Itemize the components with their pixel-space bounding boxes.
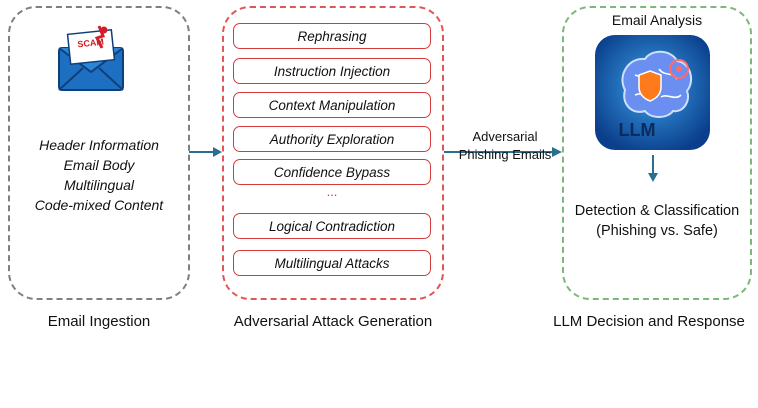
detection-result: Detection & Classification (Phishing vs.… xyxy=(562,201,752,241)
attack-item-confidence-bypass: Confidence Bypass xyxy=(233,159,431,185)
attack-item-authority-exploration: Authority Exploration xyxy=(233,126,431,152)
attack-item-context-manipulation: Context Manipulation xyxy=(233,92,431,118)
attack-item-instruction-injection: Instruction Injection xyxy=(233,58,431,84)
llm-decision-panel xyxy=(562,6,752,300)
llm-brain-icon: LLM xyxy=(595,35,710,150)
attack-generation-panel xyxy=(222,6,444,300)
attack-ellipsis: ... xyxy=(326,184,338,199)
llm-icon-text: LLM xyxy=(619,120,656,140)
detection-line: Detection & Classification xyxy=(574,203,740,219)
ingestion-details: Header Information Email Body Multilingu… xyxy=(8,135,190,215)
ingestion-line: Header Information xyxy=(39,137,159,153)
ingestion-line: Email Body xyxy=(63,157,135,173)
scam-email-icon: SCAM xyxy=(58,25,124,91)
ingestion-line: Multilingual xyxy=(63,177,135,193)
flow-label-line: Adversarial xyxy=(472,129,538,144)
attack-item-rephrasing: Rephrasing xyxy=(233,23,431,49)
arrow-down-icon xyxy=(648,155,658,182)
attack-item-multilingual-attacks: Multilingual Attacks xyxy=(233,250,431,276)
detection-line: (Phishing vs. Safe) xyxy=(596,223,718,239)
caption-llm-decision: LLM Decision and Response xyxy=(553,313,745,330)
flow-label: Adversarial Phishing Emails xyxy=(446,128,564,164)
arrow-right-icon xyxy=(444,147,562,157)
ingestion-line: Code-mixed Content xyxy=(34,197,164,213)
caption-email-ingestion: Email Ingestion xyxy=(47,313,151,330)
caption-attack-generation: Adversarial Attack Generation xyxy=(233,313,433,330)
arrow-right-icon xyxy=(189,147,222,157)
email-analysis-title: Email Analysis xyxy=(611,12,703,28)
flow-label-line: Phishing Emails xyxy=(458,147,552,162)
attack-item-logical-contradiction: Logical Contradiction xyxy=(233,213,431,239)
